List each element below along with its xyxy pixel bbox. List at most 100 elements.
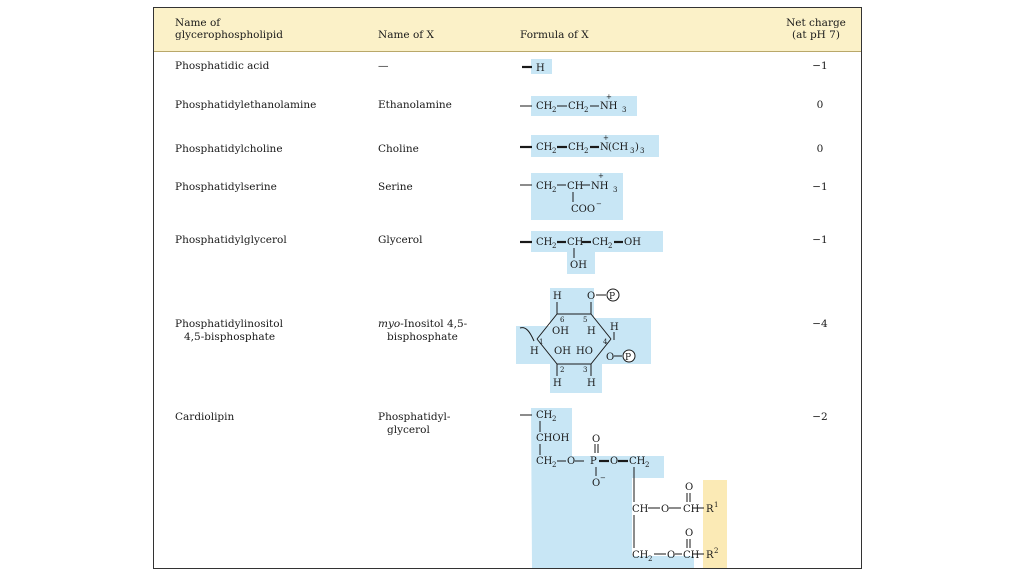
- subscript: 2: [608, 242, 612, 250]
- atom-label: CH: [536, 101, 553, 112]
- row-x: Ethanolamine: [378, 99, 452, 111]
- highlight-box: [531, 231, 663, 252]
- subscript: 3: [613, 186, 617, 194]
- row-name: Phosphatidylglycerol: [175, 234, 287, 246]
- atom-label: CHOH: [536, 433, 570, 444]
- row-x: Serine: [378, 181, 413, 193]
- bond: [590, 338, 612, 365]
- row-name: Phosphatidic acid: [175, 60, 270, 72]
- row-name: Phosphatidylserine: [175, 181, 277, 193]
- bond: [536, 313, 558, 340]
- atom-label: O: [610, 456, 618, 467]
- highlight-box: [531, 408, 694, 568]
- atom-label: CH: [592, 237, 609, 248]
- atom-label: CH: [632, 504, 649, 515]
- atom-label: H: [610, 322, 619, 333]
- atom-label: H: [553, 378, 562, 389]
- charge-sign: −: [600, 474, 606, 482]
- row-x-text: -Inositol 4,5-: [400, 318, 468, 330]
- ring-number: 1: [539, 338, 543, 346]
- atom-label: H: [530, 346, 539, 357]
- subscript: 2: [584, 106, 588, 114]
- atom-label: H: [587, 378, 596, 389]
- phosphate-icon: [622, 349, 636, 363]
- formula-drawings: H CH 2 CH 2 + NH 3 CH 2 CH 2 + N: [516, 59, 727, 568]
- row-x-line: Phosphatidyl-: [378, 411, 451, 423]
- atom-label: NH: [591, 181, 609, 192]
- row-charge: −1: [812, 181, 828, 193]
- subscript: 2: [552, 186, 556, 194]
- atom-label: H: [536, 63, 545, 74]
- subscript: 2: [552, 415, 556, 423]
- atom-label: O: [685, 528, 693, 539]
- charge-sign: +: [606, 93, 612, 101]
- ring-number: 5: [583, 316, 587, 324]
- phosphate-icon: [606, 288, 620, 302]
- atom-label: CH: [536, 181, 553, 192]
- atom-label: O: [667, 550, 675, 561]
- row-charge: −4: [812, 318, 828, 330]
- row-charge: 0: [816, 99, 824, 111]
- row-charge: −2: [812, 411, 828, 423]
- atom-label: (CH: [608, 142, 629, 153]
- atom-label: O: [685, 482, 693, 493]
- atom-label: R: [706, 504, 714, 515]
- highlight-box: [531, 96, 637, 116]
- atom-label: CH: [567, 181, 584, 192]
- atom-label: O: [606, 352, 614, 363]
- atom-label: O: [567, 456, 575, 467]
- ring-number: 2: [560, 366, 564, 374]
- glycerophospholipid-table: Name of glycerophospholipid Name of X Fo…: [153, 7, 862, 569]
- atom-label: NH: [600, 101, 618, 112]
- charge-sign: −: [596, 200, 602, 208]
- highlight-box: [516, 288, 651, 393]
- bond: [536, 338, 558, 365]
- subscript: 2: [584, 147, 588, 155]
- row-name: Phosphatidylcholine: [175, 143, 283, 155]
- atom-label: OH: [552, 326, 569, 337]
- atom-label: OH: [554, 346, 571, 357]
- subscript: 2: [552, 242, 556, 250]
- formula-ethanolamine: CH 2 CH 2 + NH 3: [520, 93, 637, 116]
- row-x: Phosphatidyl- glycerol: [378, 411, 450, 437]
- fatty-acid-highlight: [703, 480, 727, 568]
- atom-label: CH: [536, 456, 553, 467]
- atom-label: CH: [632, 550, 649, 561]
- header-formula-of-x: Formula of X: [520, 29, 589, 41]
- subscript: 3: [640, 147, 644, 155]
- row-x-line: glycerol: [387, 424, 430, 436]
- atom-label: CH: [568, 101, 585, 112]
- atom-label: P: [625, 353, 631, 363]
- atom-label: O: [587, 291, 595, 302]
- atom-label: O: [592, 478, 600, 489]
- subscript: 3: [622, 106, 626, 114]
- formula-choline: CH 2 CH 2 + N (CH 3 ) 3: [520, 134, 659, 157]
- atom-label: CH: [567, 237, 584, 248]
- row-x-italic: myo: [378, 318, 401, 330]
- ring-number: 3: [583, 366, 587, 374]
- subscript: 2: [552, 106, 556, 114]
- charge-sign: +: [603, 134, 609, 142]
- header-net-charge: Net charge (at pH 7): [776, 17, 856, 41]
- row-x-line: myo-Inositol 4,5-: [378, 318, 467, 331]
- row-name: Phosphatidylinositol 4,5-bisphosphate: [175, 318, 283, 344]
- atom-label: CH: [683, 504, 700, 515]
- formula-serine: CH 2 CH + NH 3 COO −: [520, 172, 623, 220]
- row-name: Cardiolipin: [175, 411, 235, 423]
- atom-label: N: [600, 142, 609, 153]
- atom-label: CH: [536, 142, 553, 153]
- subscript: 2: [648, 555, 652, 563]
- highlight-box: [531, 59, 552, 74]
- formula-phosphatidic-acid: H: [522, 59, 552, 74]
- row-name-line: Phosphatidylinositol: [175, 318, 283, 330]
- atom-label: H: [553, 291, 562, 302]
- atom-label: O: [592, 434, 600, 445]
- formula-glycerol: CH 2 CH CH 2 OH OH: [520, 231, 663, 274]
- header-name-of-glycerophospholipid: Name of glycerophospholipid: [175, 17, 283, 41]
- atom-label: CH: [536, 410, 553, 421]
- atom-label: COO: [571, 204, 595, 215]
- row-name-line: 4,5-bisphosphate: [184, 331, 276, 343]
- subscript: 2: [645, 461, 649, 469]
- atom-label: H: [587, 326, 596, 337]
- row-charge: −1: [812, 60, 828, 72]
